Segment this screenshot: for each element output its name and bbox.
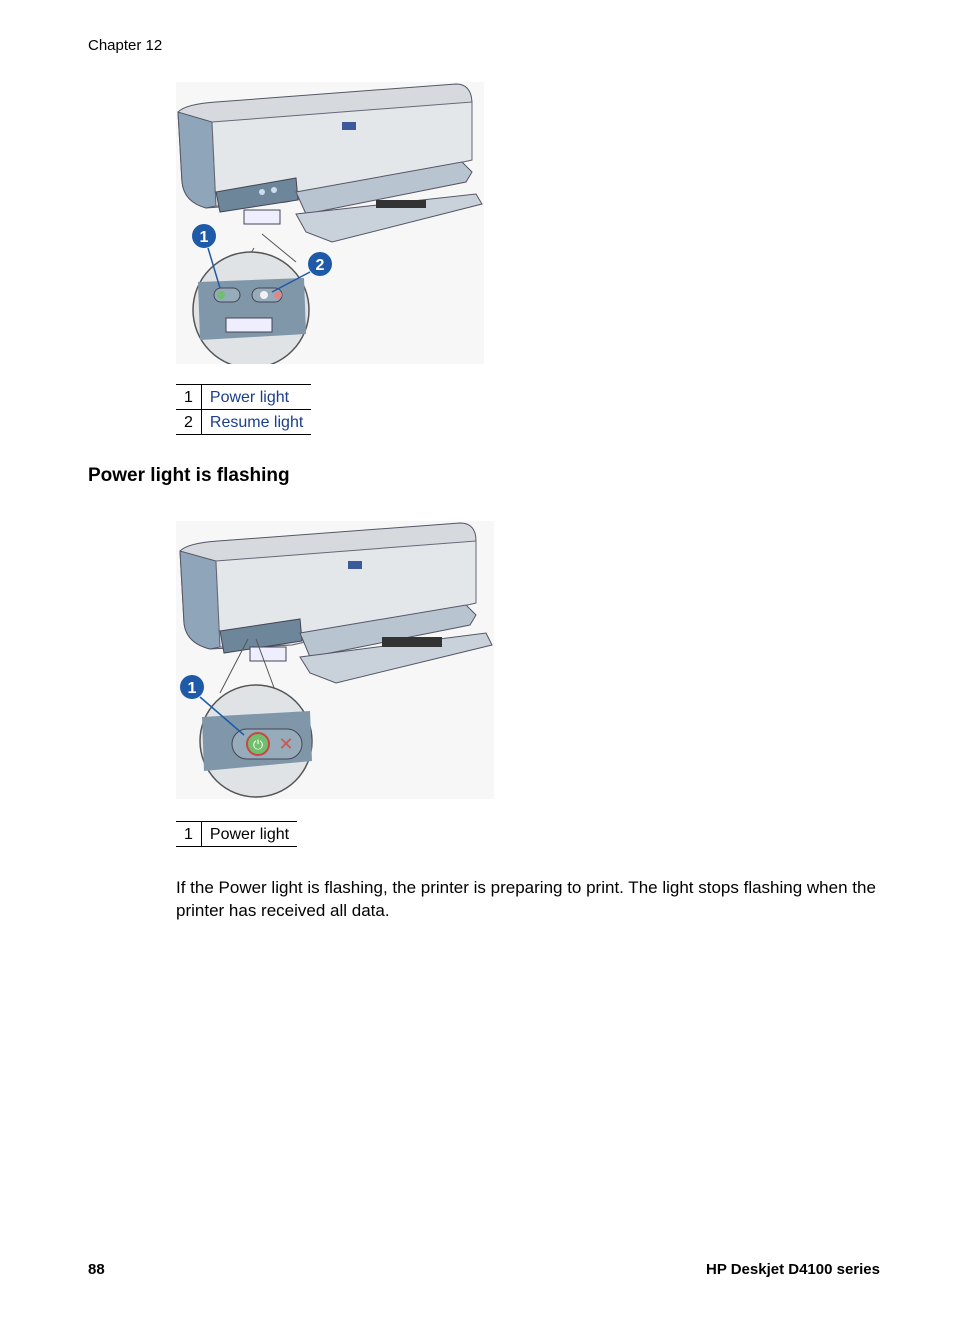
callout-1-badge (180, 675, 204, 699)
figure-2-legend-table: 1 Power light (176, 821, 298, 847)
legend-label: Power light (209, 825, 290, 843)
printer-illustration-1: 1 2 (177, 83, 483, 369)
table-row: 1 Power light (176, 384, 312, 410)
legend-number: 1 (176, 821, 202, 847)
table-row: 2 Resume light (176, 409, 312, 435)
legend-number: 1 (176, 384, 202, 410)
page-number: 88 (88, 1261, 105, 1278)
resume-light-link[interactable]: Resume light (209, 413, 304, 431)
callout-2-number: 2 (316, 257, 325, 274)
legend-number: 2 (176, 409, 202, 435)
printer-figure-2: ⏻ ✕ 1 (176, 521, 494, 799)
callout-2-badge (308, 252, 332, 276)
cancel-icon: ✕ (278, 734, 293, 755)
power-light-link[interactable]: Power light (209, 388, 290, 406)
section-heading: Power light is flashing (88, 465, 290, 486)
power-icon: ⏻ (253, 738, 263, 753)
body-paragraph: If the Power light is flashing, the prin… (176, 878, 876, 920)
hp-logo-icon (348, 561, 362, 569)
table-row: 1 Power light (176, 821, 298, 847)
callout-1-badge (192, 224, 216, 248)
hp-logo-icon (342, 122, 356, 130)
printer-figure-1: 1 2 (176, 82, 484, 369)
figure-1-legend-table: 1 Power light 2 Resume light (176, 384, 312, 435)
callout-1-number: 1 (188, 680, 197, 697)
callout-1-number: 1 (200, 229, 209, 246)
printer-illustration-2: ⏻ ✕ 1 (179, 522, 493, 798)
product-name: HP Deskjet D4100 series (705, 1261, 880, 1278)
chapter-label: Chapter 12 (88, 37, 163, 54)
